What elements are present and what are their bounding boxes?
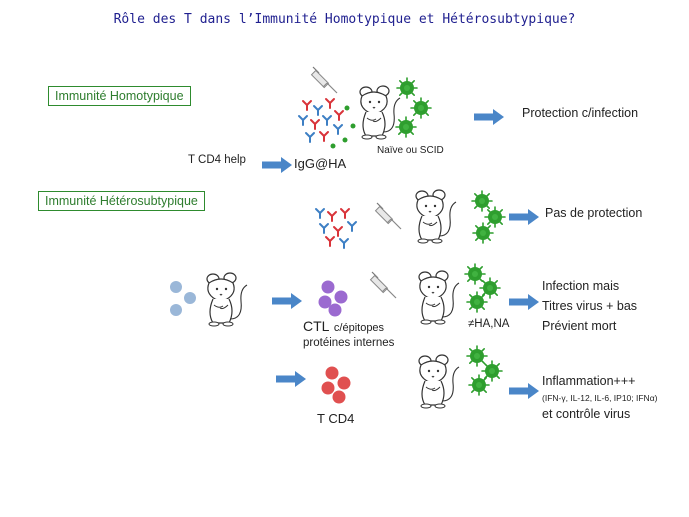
protection-label: Protection c/infection: [522, 106, 639, 120]
virus-icon: [484, 206, 506, 228]
virus-icon: [410, 97, 432, 119]
virus-icon: [396, 77, 418, 99]
mouse-icon: [206, 272, 248, 327]
row3-result-line2: (IFN-γ, IL-12, IL-6, IP10; IFNα): [542, 393, 658, 403]
row3-result-line3: et contrôle virus: [542, 407, 631, 421]
ctl-label-main: CTL: [303, 318, 330, 334]
arrow-icon: [272, 293, 302, 309]
ctl-cells-icon: [318, 280, 348, 317]
row2-result-line2: Titres virus + bas: [542, 299, 638, 313]
arrow-icon: [509, 383, 539, 399]
row3-result-line1: Inflammation+++: [542, 374, 636, 388]
cd4-cells-icon: [321, 366, 351, 404]
ctl-label: CTL c/épitopes: [303, 318, 384, 336]
faded-virus-icon: [170, 281, 196, 316]
virus-icon: [464, 263, 486, 285]
virus-icon: [471, 190, 493, 212]
heterosubtypic-box: Immunité Hétérosubtypique: [38, 191, 205, 211]
ctl-label-rest: c/épitopes: [333, 322, 385, 334]
no-protection-label: Pas de protection: [545, 206, 643, 220]
cd4-help-label: T CD4 help: [188, 154, 246, 166]
arrow-icon: [509, 294, 539, 310]
virus-icon: [472, 222, 494, 244]
igg-ha-label: IgG@HA: [294, 156, 347, 171]
syringe-icon: [310, 66, 338, 94]
mouse-icon: [418, 270, 460, 325]
mouse-icon: [359, 85, 401, 140]
arrow-icon: [474, 109, 504, 125]
ha-na-label: ≠HA,NA: [468, 318, 510, 330]
ctl-label-line2: protéines internes: [303, 337, 395, 349]
antibody-icon: [315, 208, 357, 249]
virus-icon: [466, 345, 488, 367]
arrow-icon: [262, 157, 292, 173]
row2-result-line3: Prévient mort: [542, 319, 617, 333]
naive-scid-label: Naïve ou SCID: [377, 145, 444, 156]
antibody-icon: [298, 98, 356, 149]
virus-icon: [466, 291, 488, 313]
row2-result-line1: Infection mais: [542, 279, 620, 293]
arrow-icon: [276, 371, 306, 387]
arrow-icon: [509, 209, 539, 225]
virus-icon: [395, 116, 417, 138]
mouse-icon: [418, 354, 460, 409]
virus-icon: [468, 374, 490, 396]
syringe-icon: [369, 271, 397, 299]
tcd4-label: T CD4: [317, 411, 355, 426]
syringe-icon: [374, 202, 402, 230]
homotypic-box: Immunité Homotypique: [48, 86, 191, 106]
page-title: Rôle des T dans l’Immunité Homotypique e…: [113, 12, 576, 27]
mouse-icon: [415, 189, 457, 244]
